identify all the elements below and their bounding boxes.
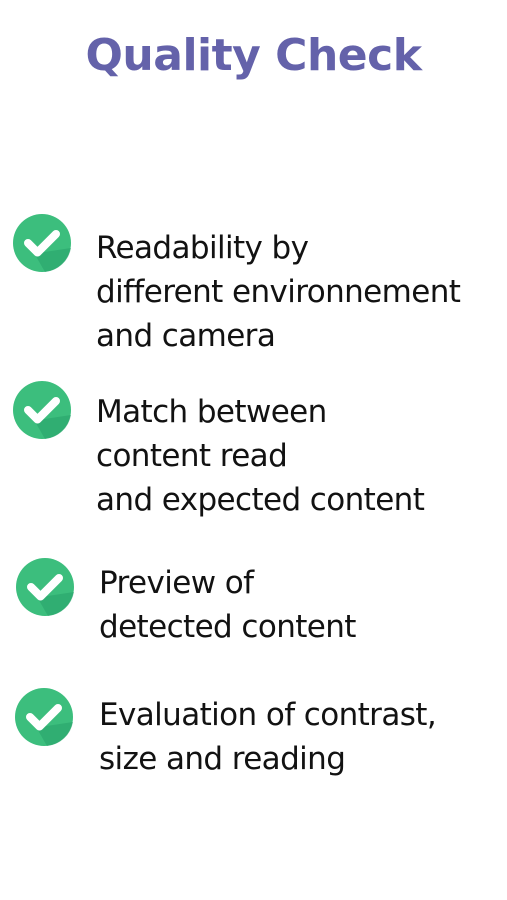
checklist-item-line: size and reading <box>99 741 346 777</box>
checklist-item-text: Preview of detected content <box>99 561 507 649</box>
checklist-item-line: Evaluation of contrast, <box>99 697 437 733</box>
checklist-item-text: Evaluation of contrast, size and reading <box>99 693 507 781</box>
checklist-item-text: Match between content read and expected … <box>96 390 506 522</box>
check-circle-icon <box>15 557 75 617</box>
checklist-item-line: content read <box>96 438 288 474</box>
checklist-item-line: and expected content <box>96 482 425 518</box>
checklist-item-line: and camera <box>96 318 276 354</box>
check-circle-icon <box>12 213 72 273</box>
checklist-item-line: Preview of <box>99 565 254 601</box>
checklist-item-line: Readability by <box>96 230 309 266</box>
page-title: Quality Check <box>85 30 422 81</box>
checklist-item-text: Readability by different environnement a… <box>96 226 506 358</box>
checklist-item-line: different environnement <box>96 274 461 310</box>
checklist-item-line: detected content <box>99 609 356 645</box>
checklist-item-line: Match between <box>96 394 327 430</box>
check-circle-icon <box>12 380 72 440</box>
check-circle-icon <box>14 687 74 747</box>
